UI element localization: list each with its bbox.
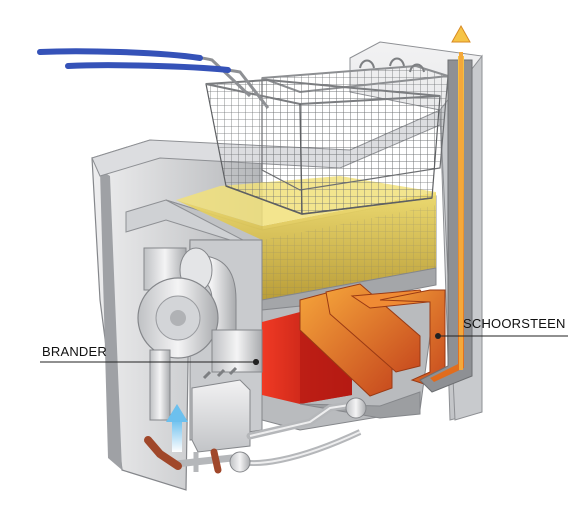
- air-intake-arrow-icon: [166, 404, 188, 452]
- chimney-label: SCHOORSTEEN: [463, 316, 566, 331]
- burner-blower: [137, 247, 263, 421]
- exhaust-arrow-icon: [451, 24, 471, 370]
- fry-baskets: [37, 48, 449, 215]
- gas-piping: [172, 397, 367, 473]
- burner-label: BRANDER: [42, 344, 107, 359]
- gas-valve-handles: [144, 436, 222, 474]
- callout-line-chimney: [435, 333, 568, 339]
- basket-handles: [37, 48, 270, 109]
- gas-control-valve: [191, 366, 251, 453]
- callout-line-burner: [40, 359, 259, 365]
